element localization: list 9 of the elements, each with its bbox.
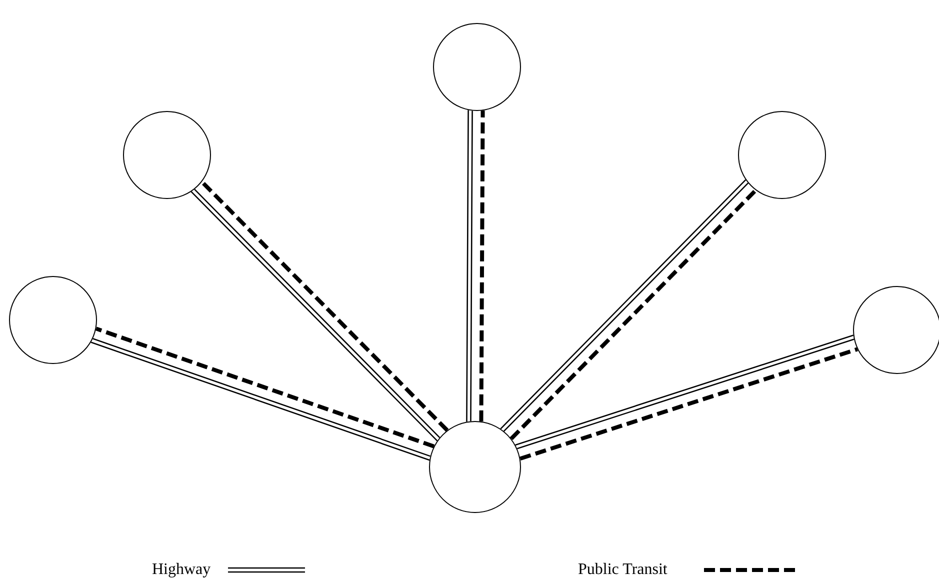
highway-line [466,109,473,422]
transit-line [479,110,485,422]
legend-label: Highway [152,561,211,579]
highway-line [90,338,431,461]
station-circle [429,421,521,513]
legend-label: Public Transit [578,561,668,579]
transit-line [95,326,435,448]
transit-line [520,347,858,461]
highway-line [514,334,855,450]
